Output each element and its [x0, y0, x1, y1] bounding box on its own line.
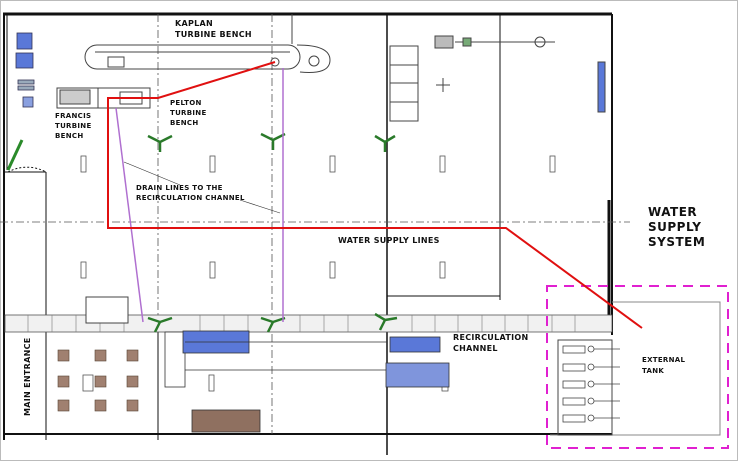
drain-lines [115, 68, 284, 323]
drain-lines-label: DRAIN LINES TO THE RECIRCULATION CHANNEL [136, 184, 245, 202]
pelton-turbine-bench-label: PELTON TURBINE BENCH [170, 99, 207, 127]
external-tank-label: EXTERNAL TANK [642, 356, 686, 375]
external-tank [550, 301, 721, 436]
recirculation-channel-label: RECIRCULATION CHANNEL [453, 333, 529, 353]
lab-equipment [164, 330, 450, 433]
kaplan-turbine-bench-label: KAPLAN TURBINE BENCH [175, 19, 252, 39]
water-supply-lines-label: WATER SUPPLY LINES [338, 236, 440, 245]
grid-lines [0, 14, 630, 434]
door-leaf [6, 139, 24, 171]
top-right-equipment [389, 35, 606, 122]
desk-unit [85, 296, 129, 324]
kaplan-turbine-bench [84, 14, 331, 73]
building-walls [3, 12, 613, 455]
left-cabinets [15, 32, 35, 108]
fans [147, 132, 398, 333]
pumps [562, 345, 620, 423]
water-supply-system-label: WATER SUPPLY SYSTEM [648, 205, 706, 249]
label-leaders [123, 161, 281, 214]
main-entrance-label: MAIN ENTRANCE [23, 337, 32, 416]
francis-turbine-bench-label: FRANCIS TURBINE BENCH [55, 112, 92, 140]
water-supply-line [107, 61, 643, 329]
office-furniture [57, 349, 139, 412]
tank-boundary [546, 285, 729, 449]
